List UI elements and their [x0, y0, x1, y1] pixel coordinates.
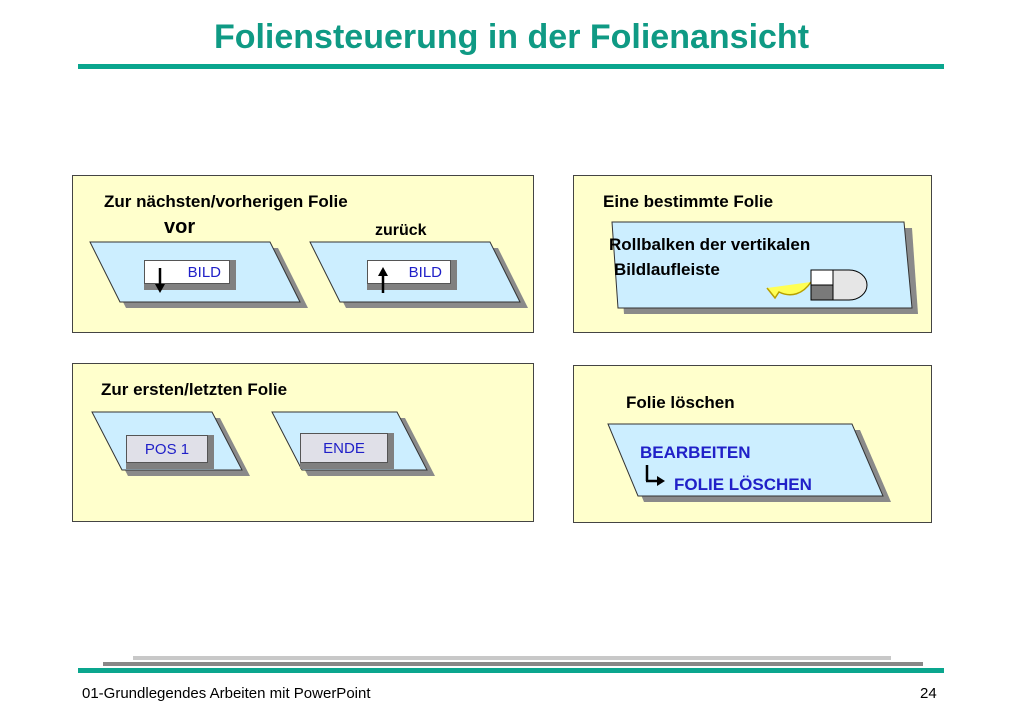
- panel-first-last-heading: Zur ersten/letzten Folie: [101, 380, 288, 399]
- forward-label: vor: [164, 216, 196, 238]
- key-page-down: BILD: [144, 260, 236, 290]
- delete-parallelogram-shape: [607, 423, 891, 502]
- delete-slide-command-text: FOLIE LÖSCHEN: [674, 475, 812, 494]
- menu-edit-text: BEARBEITEN: [640, 443, 751, 462]
- scroll-box-icon: [766, 269, 868, 301]
- panel-delete-slide-heading: Folie löschen: [626, 393, 735, 412]
- page-number: 24: [920, 685, 937, 702]
- footer-divider-accent: [78, 668, 944, 673]
- home-key-label: POS 1: [144, 440, 190, 458]
- scrollbar-text-line1: Rollbalken der vertikalen: [609, 235, 811, 254]
- footer-divider-grey: [103, 662, 923, 666]
- key-home: POS 1: [126, 435, 214, 469]
- arrow-down-icon: [155, 268, 165, 293]
- footer-text: 01-Grundlegendes Arbeiten mit PowerPoint: [82, 685, 371, 702]
- corner-arrow-icon: [645, 465, 665, 486]
- footer-divider-light: [133, 656, 891, 660]
- key-end: ENDE: [300, 433, 394, 469]
- title-divider: [78, 64, 944, 69]
- back-label: zurück: [375, 222, 427, 239]
- scrollbar-text-line2: Bildlaufleiste: [614, 260, 720, 279]
- panel-specific-slide-heading: Eine bestimmte Folie: [603, 192, 774, 211]
- arrow-up-icon: [378, 267, 388, 293]
- panel-next-previous-heading: Zur nächsten/vorherigen Folie: [104, 192, 348, 211]
- end-key-label: ENDE: [323, 440, 365, 457]
- page-up-key-label: BILD: [408, 263, 442, 281]
- page-down-key-label: BILD: [187, 263, 221, 281]
- slide-title: Foliensteuerung in der Folienansicht: [213, 18, 810, 56]
